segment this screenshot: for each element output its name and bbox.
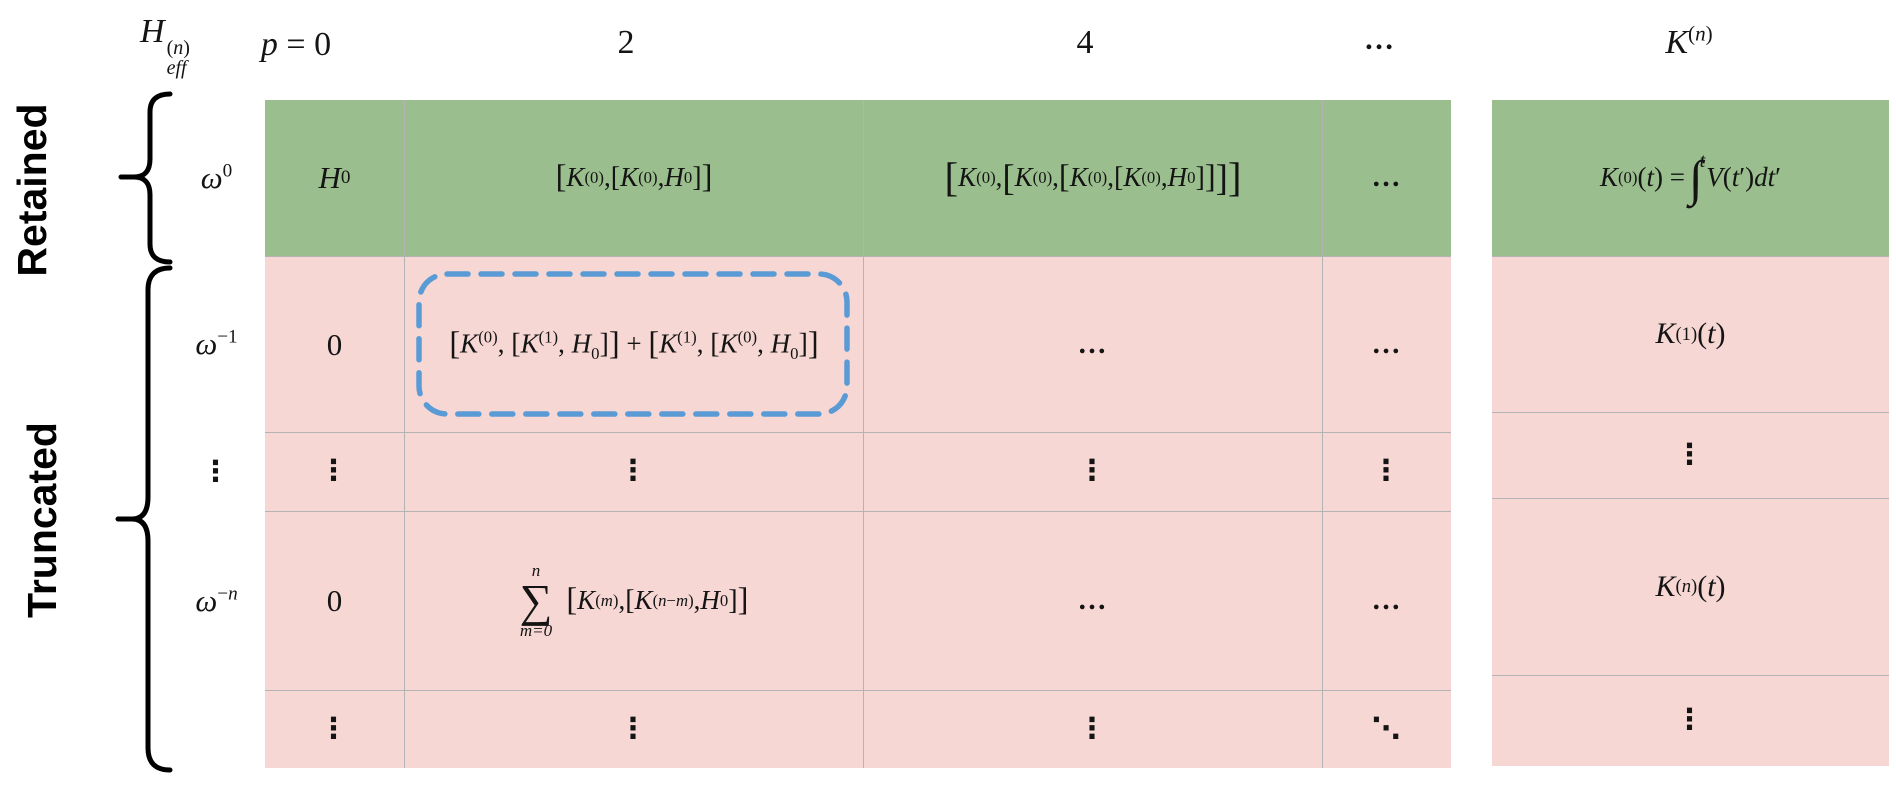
cell-bottom-p0: ⋮ bbox=[265, 691, 404, 768]
kcell-vdots-2: ⋮ bbox=[1492, 676, 1889, 766]
header-p-2: 2 bbox=[617, 24, 635, 61]
header-k-n: K(n) bbox=[1665, 21, 1713, 61]
cell-w1-p2: [K(0), [K(1), H0]] + [K(1), [K(0), H0]] bbox=[405, 257, 863, 432]
row-label-omega-minus-1: ω−1 bbox=[195, 326, 238, 361]
cell-wn-p4: … bbox=[864, 512, 1322, 690]
cell-w1-p2-formula: [K(0), [K(1), H0]] + [K(1), [K(0), H0]] bbox=[449, 325, 819, 363]
row-label-omega-minus-n: ω−n bbox=[195, 583, 238, 618]
cell-w1-p4: … bbox=[864, 257, 1322, 432]
cell-wn-ellipsis: … bbox=[1323, 512, 1451, 690]
truncated-brace bbox=[115, 265, 173, 773]
retained-brace bbox=[118, 91, 173, 265]
cell-w1-ellipsis: … bbox=[1323, 257, 1451, 432]
kcell-kn: K(n)(t) bbox=[1492, 499, 1889, 675]
cell-w1-p0: 0 bbox=[265, 257, 404, 432]
header-p-ellipsis: … bbox=[1364, 23, 1396, 56]
header-p-4: 4 bbox=[1076, 24, 1094, 61]
cell-vdots-p4: ⋮ bbox=[864, 433, 1322, 511]
truncated-label: Truncated bbox=[19, 422, 65, 618]
cell-vdots-p2: ⋮ bbox=[405, 433, 863, 511]
header-h-eff: H(n)eff bbox=[140, 13, 190, 80]
cell-bottom-p2: ⋮ bbox=[405, 691, 863, 768]
cell-vdots-ellipsis: ⋮ bbox=[1323, 433, 1451, 511]
row-label-vdots: ⋮ bbox=[201, 456, 232, 488]
cell-bottom-p4: ⋮ bbox=[864, 691, 1322, 768]
retained-label: Retained bbox=[9, 103, 55, 277]
cell-vdots-p0: ⋮ bbox=[265, 433, 404, 511]
cell-w0-ellipsis: … bbox=[1323, 100, 1451, 256]
header-p-equals-0: p = 0 bbox=[260, 26, 332, 63]
cell-wn-p0: 0 bbox=[265, 512, 404, 690]
kcell-k1: K(1)(t) bbox=[1492, 257, 1889, 412]
row-label-omega-0: ω0 bbox=[200, 160, 233, 195]
kcell-vdots-1: ⋮ bbox=[1492, 413, 1889, 498]
cell-bottom-ddots: ⋱ bbox=[1323, 691, 1451, 768]
